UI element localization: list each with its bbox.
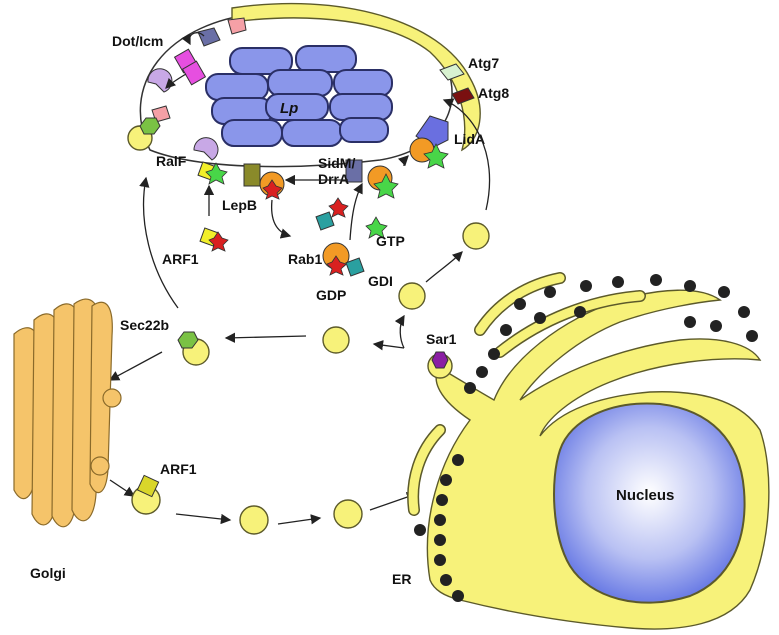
arf1-bottom-label: ARF1 — [160, 461, 197, 477]
dot-icm-secretion-system: Dot/Icm — [112, 33, 207, 86]
lepb-label: LepB — [222, 197, 257, 213]
ribosomes — [414, 274, 758, 602]
atg7-label: Atg7 — [468, 55, 499, 71]
vesicles — [131, 222, 490, 535]
lida-complex: LidA — [409, 115, 485, 169]
sec22b-marker: Sec22b — [120, 317, 199, 349]
dot-icm-label: Dot/Icm — [112, 33, 163, 49]
rab1-label: Rab1 — [288, 251, 322, 267]
effectors-top — [147, 17, 247, 123]
sidm-label: SidM/ — [318, 155, 355, 171]
vacuole-vesicle — [127, 117, 161, 151]
ralf-label: RalF — [156, 153, 187, 169]
sidm-drra-complex: SidM/ DrrA — [318, 155, 399, 199]
atg-proteins: Atg7 Atg8 — [439, 55, 509, 105]
lepb-complex: LepB — [222, 163, 285, 213]
upper-arrows — [108, 98, 491, 525]
rab1-gdi-complex: Rab1 GDI GDP — [288, 242, 393, 303]
sec22b-label: Sec22b — [120, 317, 169, 333]
arf1-top-label: ARF1 — [162, 251, 199, 267]
drra-label: DrrA — [318, 171, 349, 187]
free-nucleotides: GTP — [315, 197, 405, 249]
crescent-membrane — [231, 2, 481, 152]
golgi: Golgi — [13, 298, 122, 581]
atg8-label: Atg8 — [478, 85, 509, 101]
golgi-label: Golgi — [30, 565, 66, 581]
lida-label: LidA — [454, 131, 485, 147]
nucleus-label: Nucleus — [616, 487, 674, 504]
legionella-cluster: Lp — [205, 45, 393, 147]
lp-label: Lp — [280, 100, 298, 117]
sar1-label: Sar1 — [426, 331, 457, 347]
ralf-complex: RalF — [156, 137, 228, 185]
gdi-label: GDI — [368, 273, 393, 289]
gdp-label: GDP — [316, 287, 346, 303]
arf1-top: ARF1 — [162, 227, 229, 267]
er-label: ER — [392, 571, 411, 587]
gtp-label: GTP — [376, 233, 405, 249]
arf1-bottom: ARF1 — [136, 461, 197, 498]
nucleus: Nucleus — [553, 402, 746, 604]
sar1-marker: Sar1 — [426, 331, 457, 369]
